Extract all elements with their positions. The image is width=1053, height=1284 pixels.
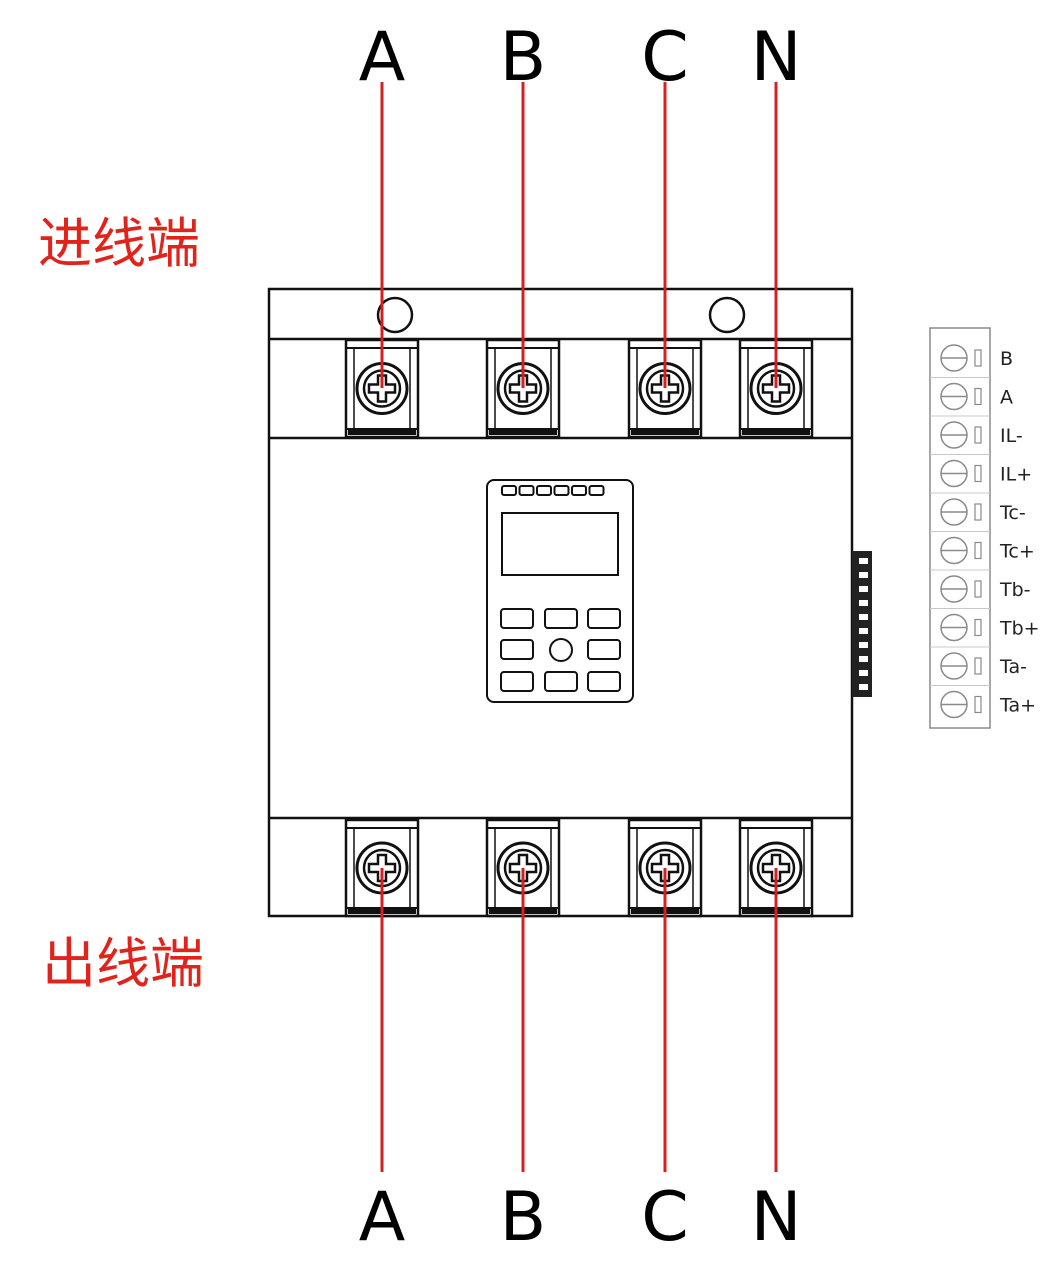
panel-button-8[interactable] (587, 671, 621, 692)
aux-terminal[interactable]: IL- (930, 415, 1023, 449)
top-terminal-n[interactable] (738, 338, 814, 439)
phase-wires (380, 82, 778, 1172)
display-screen (501, 512, 619, 576)
bottom-phase-label: C (641, 1178, 688, 1257)
plus-screw-icon (749, 362, 803, 415)
aux-terminal-label: A (1000, 387, 1013, 409)
minus-screw-icon (940, 536, 968, 565)
aux-terminal-block: BA IL- IL+ Tc- Tc+ Tb- Tb+ Ta- Ta+ (929, 327, 1040, 729)
minus-screw-icon (940, 498, 968, 526)
indicator-led (571, 485, 587, 496)
aux-terminal[interactable]: IL+ (930, 454, 1032, 488)
aux-terminal[interactable]: Tc- (930, 492, 1026, 526)
mount-hole-right (708, 296, 746, 334)
panel-button-4[interactable] (500, 639, 534, 660)
panel-outline (486, 479, 634, 703)
top-phase-label: B (500, 18, 547, 97)
panel-button-1[interactable] (500, 608, 534, 629)
aux-terminal-label: Tc+ (999, 541, 1035, 563)
minus-screw-icon (940, 690, 968, 719)
bottom-phase-label: N (751, 1178, 802, 1257)
minus-screw-icon (940, 575, 968, 603)
minus-screw-icon (940, 344, 968, 372)
panel-button-7[interactable] (544, 671, 578, 692)
aux-terminal-label: Ta+ (999, 695, 1036, 717)
panel-button-3[interactable] (587, 608, 621, 629)
panel-button-2[interactable] (544, 608, 578, 629)
top-phase-label: A (359, 18, 406, 97)
mount-hole-left (376, 296, 414, 334)
aux-terminal[interactable]: B (940, 344, 1013, 372)
indicator-led (518, 485, 535, 496)
incoming-side-label: 进线端 (38, 212, 200, 275)
aux-terminal-label: B (1000, 348, 1013, 370)
aux-terminal-label: IL+ (1000, 464, 1032, 486)
plus-screw-icon (638, 362, 692, 415)
aux-terminal-label: Tb+ (999, 618, 1040, 640)
indicator-led (501, 485, 517, 496)
minus-screw-icon (940, 382, 968, 411)
aux-terminal[interactable]: Tc+ (930, 531, 1035, 565)
aux-terminal-label: Tb- (999, 579, 1031, 601)
aux-terminal[interactable]: Ta+ (930, 685, 1036, 719)
minus-screw-icon (940, 421, 968, 449)
bottom-phase-label: B (500, 1178, 547, 1257)
indicator-led (536, 485, 552, 496)
aux-terminal-label: Tc- (999, 502, 1026, 524)
indicator-led (553, 485, 570, 496)
bottom-terminal-row (344, 818, 814, 918)
aux-terminal-label: IL- (1000, 425, 1023, 447)
control-panel (486, 479, 634, 703)
top-terminal-row (344, 338, 814, 439)
aux-terminal[interactable]: A (930, 377, 1013, 411)
panel-button-5[interactable] (587, 639, 621, 660)
aux-terminal-label: Ta- (999, 656, 1027, 678)
minus-screw-icon (940, 652, 968, 680)
aux-terminal[interactable]: Ta- (930, 646, 1027, 680)
side-connector (852, 551, 872, 697)
top-phase-label: N (751, 18, 802, 97)
aux-terminal[interactable]: Tb- (930, 569, 1031, 603)
top-terminal-c[interactable] (627, 338, 703, 439)
outgoing-side-label: 出线端 (42, 932, 204, 995)
minus-screw-icon (940, 613, 968, 642)
panel-knob[interactable] (549, 638, 573, 662)
indicator-led (588, 485, 605, 496)
aux-terminal[interactable]: Tb+ (930, 608, 1040, 642)
panel-button-6[interactable] (500, 671, 534, 692)
bottom-phase-label: A (359, 1178, 406, 1257)
top-phase-label: C (641, 18, 688, 97)
minus-screw-icon (940, 459, 968, 488)
